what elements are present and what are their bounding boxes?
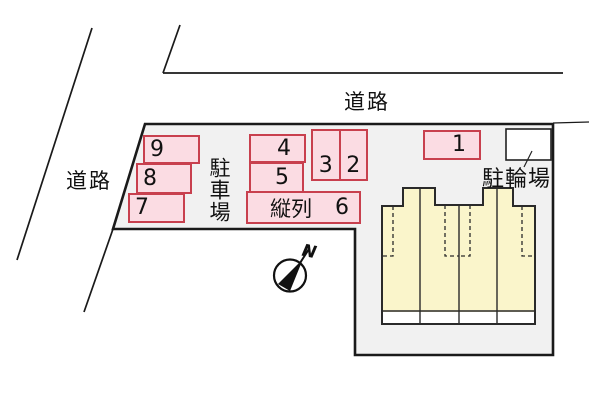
parking-spot-2: 2 [338, 131, 367, 179]
compass [272, 248, 310, 293]
road-line-left [16, 27, 93, 261]
road-label-top: 道路 [344, 90, 390, 114]
spot-number: 2 [346, 153, 361, 178]
parking-spot-6-tandem: 縦列 6 [246, 191, 361, 224]
spot-number: 3 [318, 153, 333, 178]
bicycle-parking-leader-line [523, 150, 533, 168]
parking-spot-4: 4 [249, 134, 306, 163]
building [381, 187, 536, 325]
parking-spot-3-2-block: 3 2 [311, 129, 368, 181]
spot-number: 9 [150, 136, 164, 162]
bicycle-parking-label: 駐輪場 [482, 167, 552, 192]
building-dashed-detail-unit2 [444, 205, 459, 257]
spot-number: 1 [452, 132, 466, 157]
boundary-line-right-extension [552, 121, 590, 124]
parking-spot-3: 3 [313, 131, 339, 179]
bicycle-parking-box [505, 128, 552, 161]
parking-spot-7: 7 [128, 193, 185, 223]
boundary-line-left-extension [83, 228, 114, 313]
spot-number: 7 [135, 195, 149, 220]
compass-needle [278, 259, 303, 291]
building-dashed-detail-unit1 [383, 206, 394, 257]
parking-spot-5: 5 [249, 162, 304, 193]
parking-spot-8: 8 [136, 163, 192, 194]
spot-number: 4 [277, 135, 291, 161]
compass-tail [299, 248, 310, 264]
tandem-label: 縦列 [270, 196, 312, 221]
road-label-left: 道路 [66, 169, 112, 193]
spot-number: 8 [143, 165, 157, 191]
compass-circle [272, 258, 308, 293]
parking-spot-9: 9 [143, 135, 200, 164]
spot-number: 6 [335, 195, 349, 220]
building-dashed-detail-unit3 [459, 205, 471, 257]
parking-spot-1: 1 [423, 130, 481, 160]
building-dashed-detail-unit4 [521, 206, 534, 257]
road-edge-top-diagonal [162, 24, 181, 74]
spot-number: 5 [275, 164, 289, 190]
parking-area-label: 駐車場 [207, 157, 232, 223]
